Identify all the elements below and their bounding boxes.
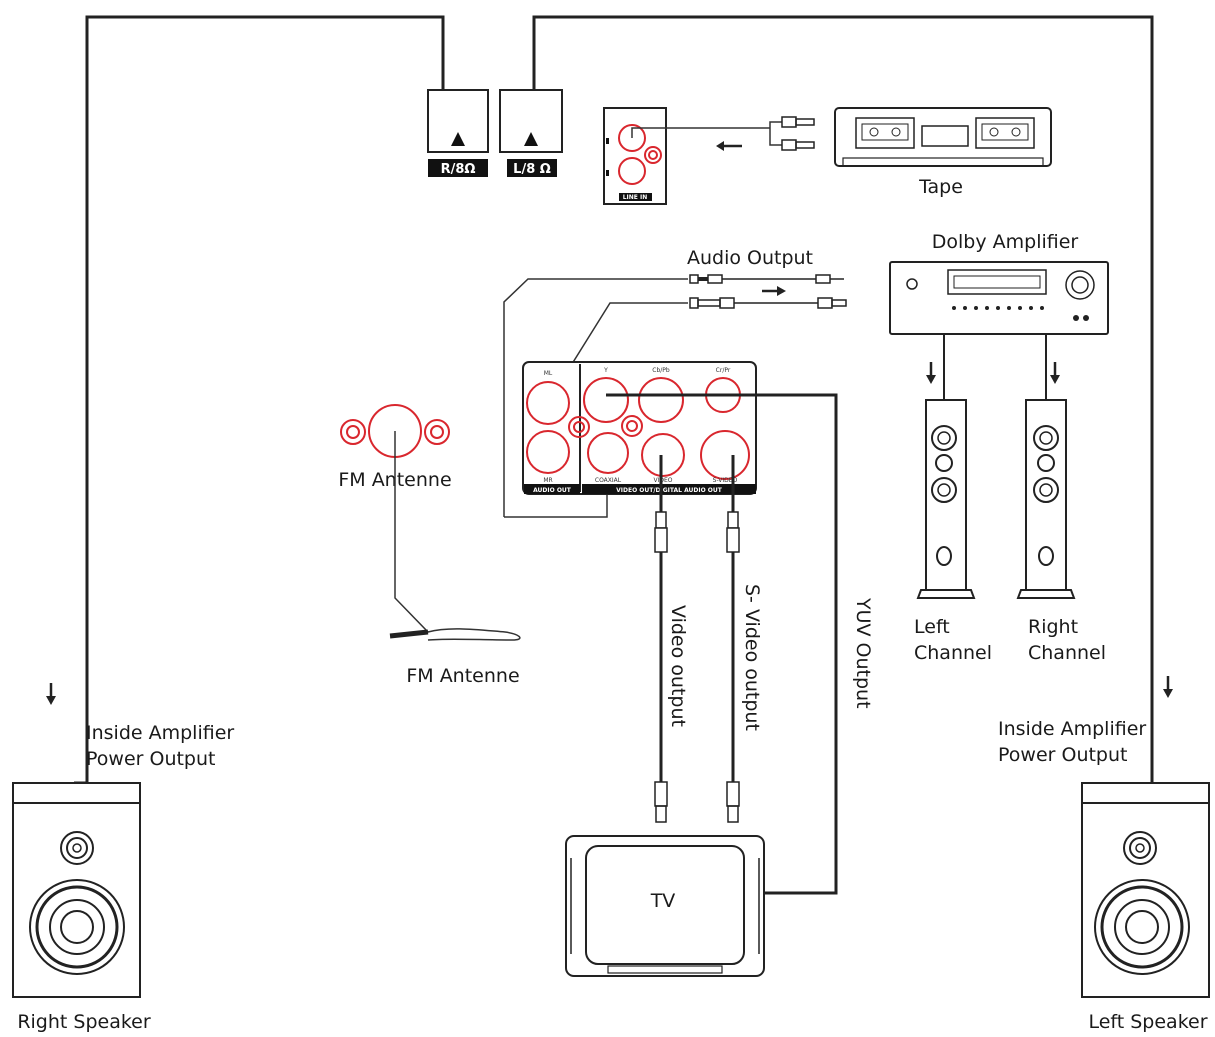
left-speaker-label: Left Speaker	[1088, 1011, 1207, 1033]
coaxial-label: COAXIAL	[595, 477, 622, 484]
tower-speaker-icon	[916, 399, 976, 599]
mr-label: MR	[543, 477, 552, 484]
left-speaker-wire	[532, 15, 1154, 783]
cb-label: Cb/Pb	[652, 367, 670, 374]
tv-icon	[565, 835, 765, 977]
y-label: Y	[603, 367, 608, 374]
right-speaker-label: Right Speaker	[17, 1011, 151, 1033]
yuv-cable	[606, 393, 838, 895]
cr-label: Cr/Pr	[716, 367, 731, 374]
yuv-output-label: YUV Output	[852, 597, 874, 709]
svideo-label: S-VIDEO	[713, 477, 738, 484]
arrow-down-icon	[926, 362, 936, 384]
rca-plug-icon	[654, 511, 740, 823]
s-video-output-label: S- Video output	[741, 584, 763, 731]
tape-deck-icon	[834, 107, 1052, 167]
tape-cable	[631, 121, 782, 146]
ml-label: ML	[544, 370, 553, 377]
rca-plug-icon	[781, 116, 815, 151]
right-channel-label-2: Channel	[1028, 642, 1106, 664]
speaker-icon	[1081, 782, 1210, 998]
amplifier-icon	[889, 261, 1109, 335]
right-speaker-wire	[74, 15, 445, 785]
dolby-amplifier-label: Dolby Amplifier	[932, 231, 1079, 253]
left-channel-label-1: Left	[914, 616, 950, 638]
line-in-panel: LINE IN	[603, 107, 667, 205]
video-output-label: Video output	[667, 605, 689, 727]
antenna-cable-icon	[389, 431, 521, 641]
speaker-icon	[12, 782, 141, 998]
arrow-down-icon	[1163, 676, 1173, 698]
inside-amp-right-label-1: Inside Amplifier	[998, 718, 1146, 740]
arrow-down-icon	[1050, 362, 1060, 384]
right-speaker-terminal: R/8Ω	[427, 89, 489, 177]
arrow-down-icon	[46, 683, 56, 705]
right-channel-label-1: Right	[1028, 616, 1078, 638]
video-label: VIDEO	[653, 477, 672, 484]
tape-label: Tape	[918, 176, 963, 198]
right-terminal-label: R/8Ω	[441, 162, 476, 177]
audio-out-cable-ml	[503, 278, 688, 517]
tower-speaker-icon	[1016, 399, 1076, 599]
left-channel-label-2: Channel	[914, 642, 992, 664]
audio-out-label: AUDIO OUT	[533, 487, 572, 494]
fm-antenne-bottom-label: FM Antenne	[406, 665, 519, 687]
rear-panel: ML MR Y Cb/Pb Cr/Pr COAXIAL VIDEO S-VIDE…	[522, 361, 757, 495]
video-out-label: VIDEO OUT/DIGITAL AUDIO OUT	[616, 487, 723, 494]
tv-label: TV	[650, 890, 676, 912]
left-terminal-label: L/8 Ω	[513, 162, 551, 177]
rca-plug-icon	[689, 274, 847, 309]
inside-amp-right-label-2: Power Output	[998, 744, 1127, 766]
arrow-right-icon	[762, 286, 786, 296]
inside-amp-left-label-2: Power Output	[86, 748, 215, 770]
audio-output-label: Audio Output	[687, 247, 813, 269]
line-in-label: LINE IN	[623, 194, 648, 201]
inside-amp-left-label-1: Inside Amplifier	[86, 722, 234, 744]
left-speaker-terminal: L/8 Ω	[499, 89, 563, 177]
arrow-left-icon	[716, 141, 742, 151]
